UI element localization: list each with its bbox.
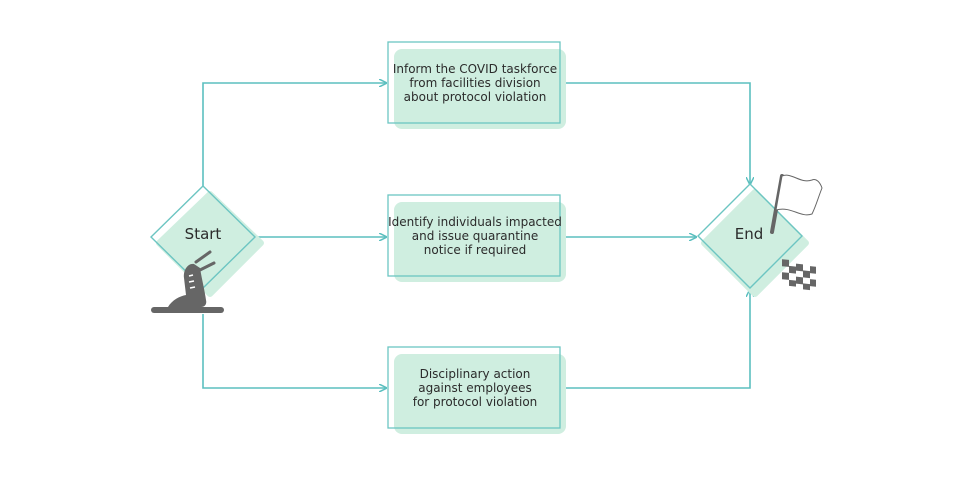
end-diamond (697, 183, 809, 297)
connector-step-3-to-end (562, 290, 750, 389)
step-1-line-1: Inform the COVID taskforce (392, 61, 558, 76)
step-1-line-2: from facilities division (409, 75, 541, 90)
step-3-line-1: Disciplinary action (419, 366, 531, 381)
step-2-line-3: notice if required (423, 242, 527, 257)
step-box-1 (387, 41, 566, 129)
checkered-flag-icon (770, 174, 823, 291)
step-1-line-3: about protocol violation (403, 89, 547, 104)
end-label: End (734, 225, 764, 243)
step-box-2 (387, 194, 566, 282)
step-2-line-1: Identify individuals impacted (388, 214, 562, 229)
step-1-text: Inform the COVID taskforce from faciliti… (388, 42, 562, 123)
step-2-text: Identify individuals impacted and issue … (388, 195, 562, 276)
connector-step-1-to-end (562, 82, 750, 184)
step-3-line-2: against employees (418, 380, 532, 395)
start-label: Start (184, 225, 222, 243)
connector-start-to-step-1 (202, 83, 386, 186)
step-3-text: Disciplinary action against employees fo… (388, 347, 562, 428)
step-box-3 (387, 346, 566, 434)
running-shoe-icon (151, 250, 224, 313)
connector-start-to-step-3 (202, 314, 386, 388)
step-3-line-3: for protocol violation (412, 394, 538, 409)
step-2-line-2: and issue quarantine (411, 228, 539, 243)
